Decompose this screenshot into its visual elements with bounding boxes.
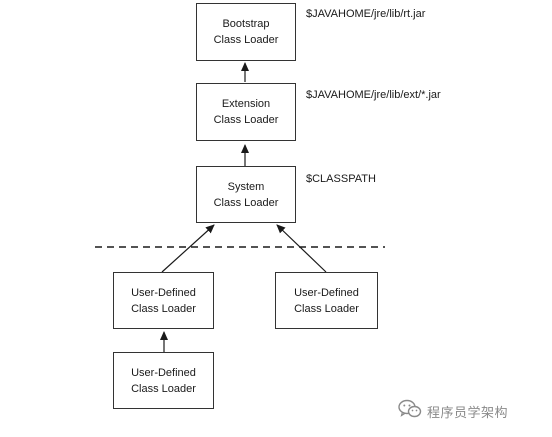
node-user-defined-class-loader-left: User-Defined Class Loader [113,272,214,329]
arrow-user-right-to-system [276,224,327,273]
wechat-icon [398,399,422,424]
node-extension-line1: Extension [221,98,271,110]
path-label-system: $CLASSPATH [306,173,376,185]
node-user-defined-class-loader-right: User-Defined Class Loader [275,272,378,329]
node-bootstrap-line1: Bootstrap [222,18,270,30]
node-extension-line2: Class Loader [213,114,279,126]
node-user-left-line1: User-Defined [131,286,196,299]
node-user-bottom-line2: Class Loader [131,382,196,395]
node-extension-class-loader: Extension Class Loader [196,83,296,141]
node-system-class-loader: System Class Loader [196,166,296,223]
node-user-right-line1: User-Defined [294,286,359,299]
node-user-right-line2: Class Loader [294,302,359,315]
watermark: 程序员学架构 [398,399,548,424]
node-system-line1: System [227,180,265,193]
node-system-line2: Class Loader [213,196,279,209]
watermark-text: 程序员学架构 [427,405,509,421]
node-user-bottom-line1: User-Defined [131,366,196,379]
node-user-defined-class-loader-bottom: User-Defined Class Loader [113,352,214,409]
path-label-bootstrap: $JAVAHOME/jre/lib/rt.jar [306,8,426,20]
arrow-user-left-to-system [161,224,215,273]
node-bootstrap-line2: Class Loader [213,34,279,46]
node-user-left-line2: Class Loader [131,302,196,315]
node-bootstrap-class-loader: Bootstrap Class Loader [196,3,296,61]
path-label-extension: $JAVAHOME/jre/lib/ext/*.jar [306,89,441,101]
